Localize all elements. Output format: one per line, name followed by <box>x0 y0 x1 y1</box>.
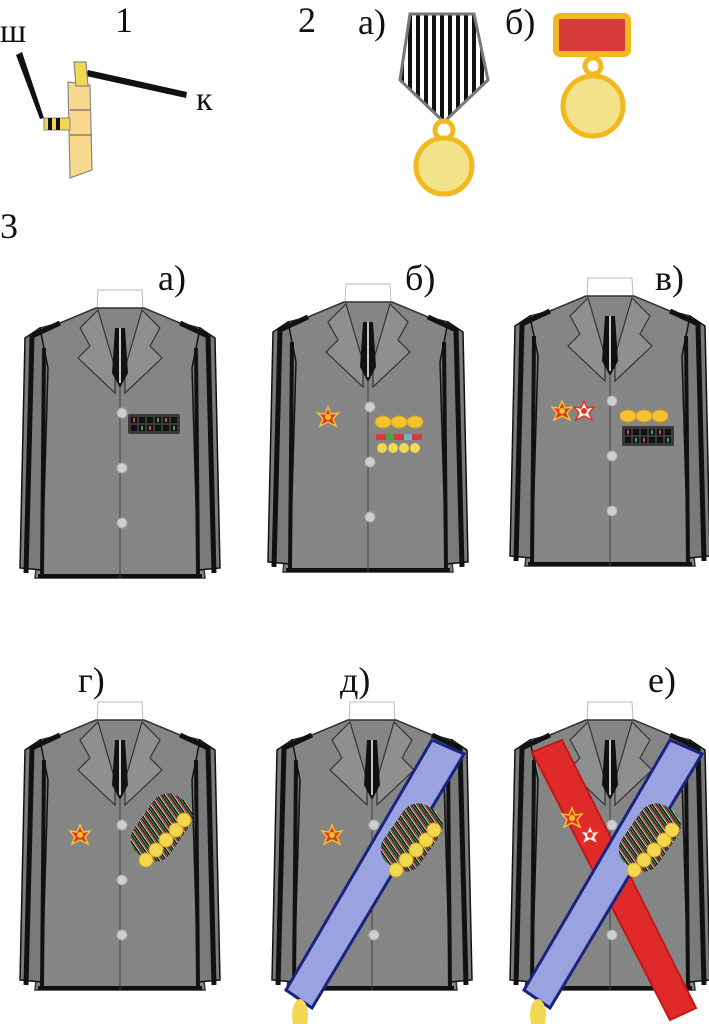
jacket-orders-medals <box>268 284 468 572</box>
jacket-a-label: а) <box>158 258 186 298</box>
medal-a-label: а) <box>358 2 386 42</box>
jacket-blue-red-sash <box>510 702 709 1024</box>
medal-pentagon-icon <box>398 12 490 197</box>
jacket-e-label: д) <box>340 660 370 700</box>
jacket-ribbon-bars <box>20 290 220 578</box>
section-2-label: 2 <box>298 0 316 40</box>
jacket-star-medal-chain <box>20 702 220 990</box>
jacket-d-label: г) <box>78 660 105 700</box>
jacket-f-label: е) <box>648 660 676 700</box>
neck-label: к <box>196 81 213 118</box>
jacket-stars-medals-bars <box>510 278 709 566</box>
medal-round-icon <box>553 13 631 139</box>
section-1-label: 1 <box>115 0 133 40</box>
shoulder-label: ш <box>0 13 26 50</box>
jacket-b-label: б) <box>405 258 435 298</box>
jacket-c-label: в) <box>655 258 684 298</box>
medal-b-label: б) <box>505 2 535 42</box>
section-3-label: 3 <box>0 206 18 246</box>
order-badge-icon: ш к <box>0 13 213 179</box>
jacket-blue-sash <box>272 702 472 1024</box>
